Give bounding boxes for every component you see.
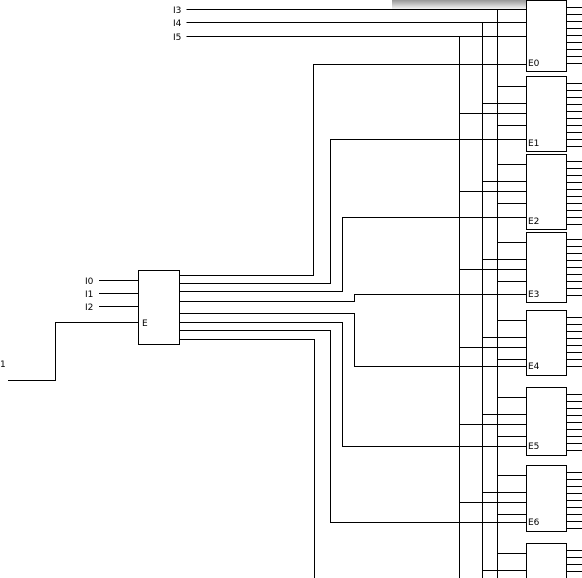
output-block-label: E3 — [528, 290, 539, 300]
output-block: E3 — [459, 232, 582, 303]
vertical-bus — [459, 9, 498, 578]
enable-wire — [8, 322, 138, 381]
output-block — [482, 543, 582, 578]
top-input-wires — [186, 9, 526, 37]
window-shadow — [392, 0, 527, 10]
encoder-input-label: I2 — [85, 303, 93, 313]
output-block: E0 — [526, 0, 582, 72]
output-block-label: E1 — [528, 139, 539, 149]
encoder-enable-label: E — [142, 319, 148, 329]
output-block: E2 — [459, 154, 582, 230]
output-block: E4 — [459, 310, 582, 376]
encoder-output-wires — [180, 64, 526, 578]
output-block-label: E5 — [528, 442, 539, 452]
output-block-label: E6 — [528, 518, 540, 528]
external-input-label: 1 — [0, 360, 6, 370]
output-block: E6 — [459, 465, 582, 532]
output-block: E5 — [459, 387, 582, 456]
encoder-input-label: I1 — [85, 290, 93, 300]
encoder-block — [138, 270, 180, 345]
output-block-label: E2 — [528, 217, 539, 227]
output-block-label: E4 — [528, 362, 540, 372]
output-block-label: E0 — [528, 59, 540, 69]
encoder-input-wires — [99, 280, 138, 307]
top-input-label: I3 — [173, 6, 181, 16]
output-block: E1 — [459, 76, 582, 152]
encoder-input-label: I0 — [85, 277, 94, 287]
top-input-label: I5 — [173, 33, 181, 43]
top-input-label: I4 — [173, 19, 182, 29]
